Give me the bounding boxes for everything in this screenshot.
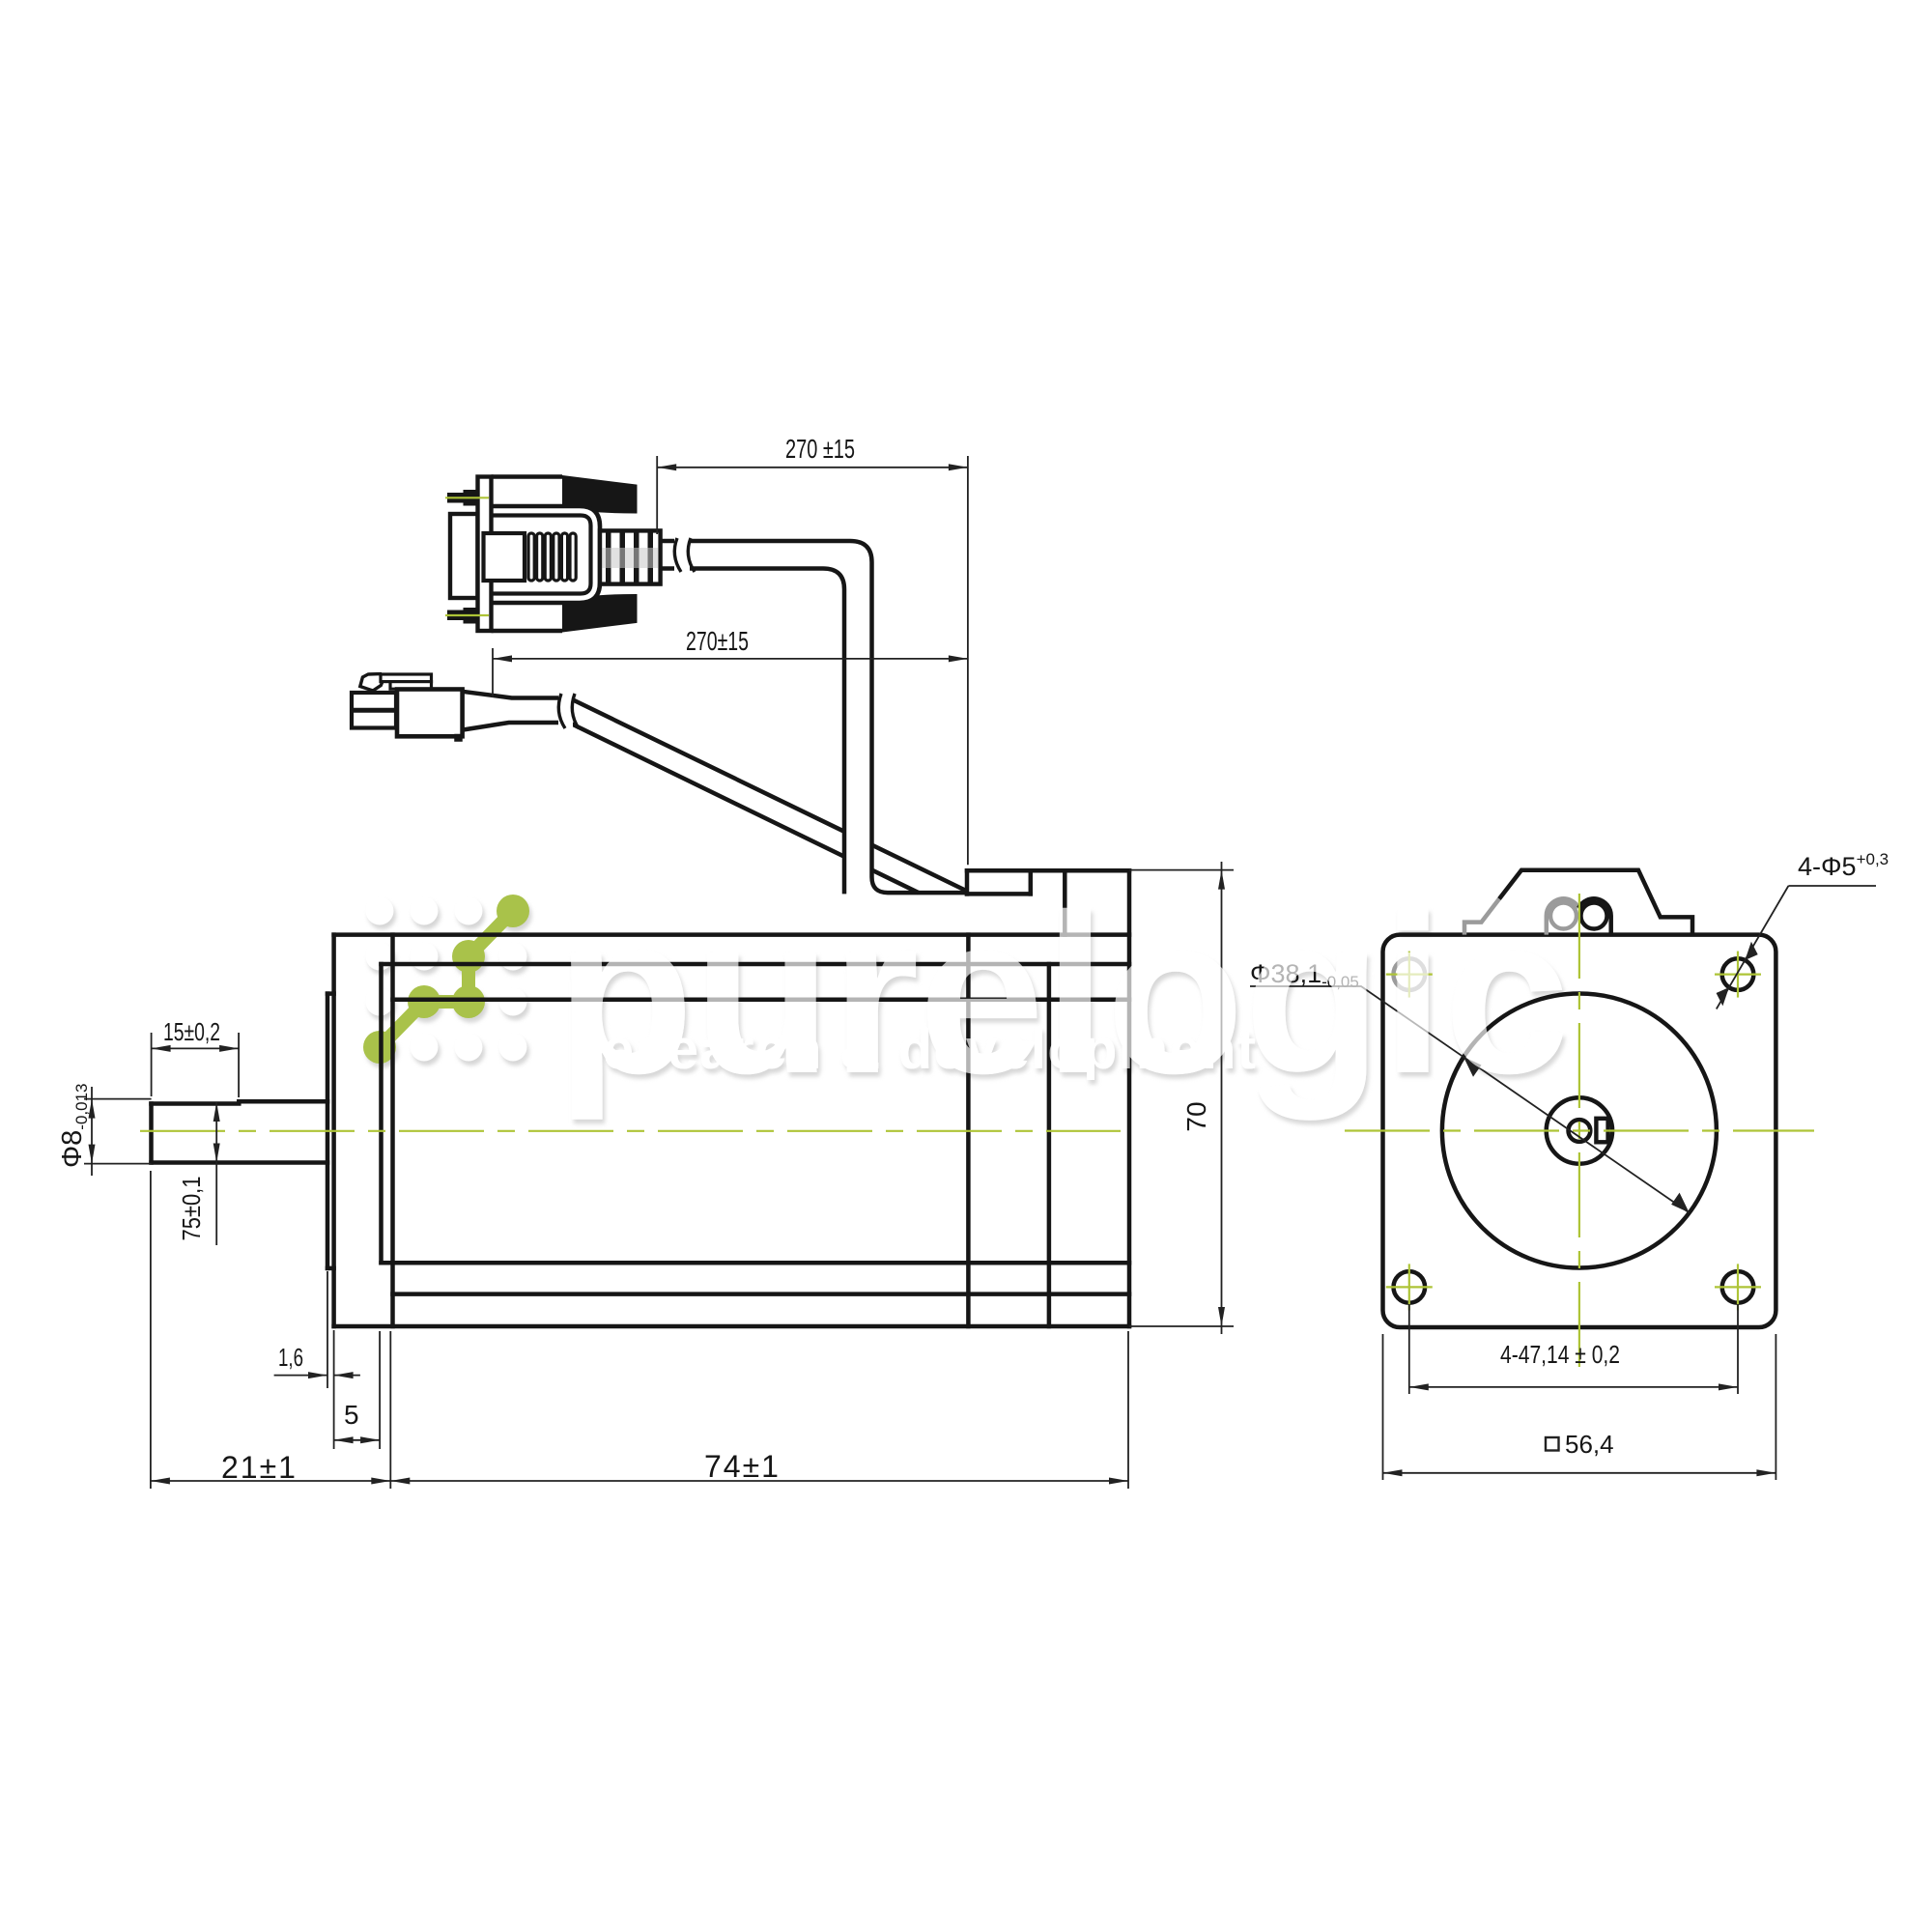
svg-text:270±15: 270±15 [686, 626, 749, 656]
svg-text:5: 5 [344, 1400, 359, 1430]
svg-text:research & development: research & development [580, 1018, 1256, 1081]
svg-text:research & development: research & development [580, 1018, 1256, 1081]
svg-text:270 ±15: 270 ±15 [785, 434, 855, 464]
svg-text:Φ38,1-0,05: Φ38,1-0,05 [1250, 959, 1359, 991]
svg-text:purelogic: purelogic [555, 867, 1570, 1121]
svg-text:74±1: 74±1 [704, 1449, 781, 1484]
svg-text:70: 70 [1181, 1101, 1211, 1131]
svg-text:1,6: 1,6 [278, 1343, 303, 1372]
svg-text:56,4: 56,4 [1565, 1430, 1614, 1459]
svg-text:15±0,2: 15±0,2 [163, 1017, 220, 1046]
svg-text:75±0,1: 75±0,1 [177, 1177, 206, 1241]
svg-text:purelogic: purelogic [555, 867, 1570, 1121]
svg-text:4-47,14 ± 0,2: 4-47,14 ± 0,2 [1500, 1340, 1620, 1369]
svg-text:21±1: 21±1 [221, 1450, 298, 1485]
svg-text:Φ8-0,013: Φ8-0,013 [57, 1084, 91, 1168]
svg-text:research & development: research & development [582, 1023, 1259, 1086]
